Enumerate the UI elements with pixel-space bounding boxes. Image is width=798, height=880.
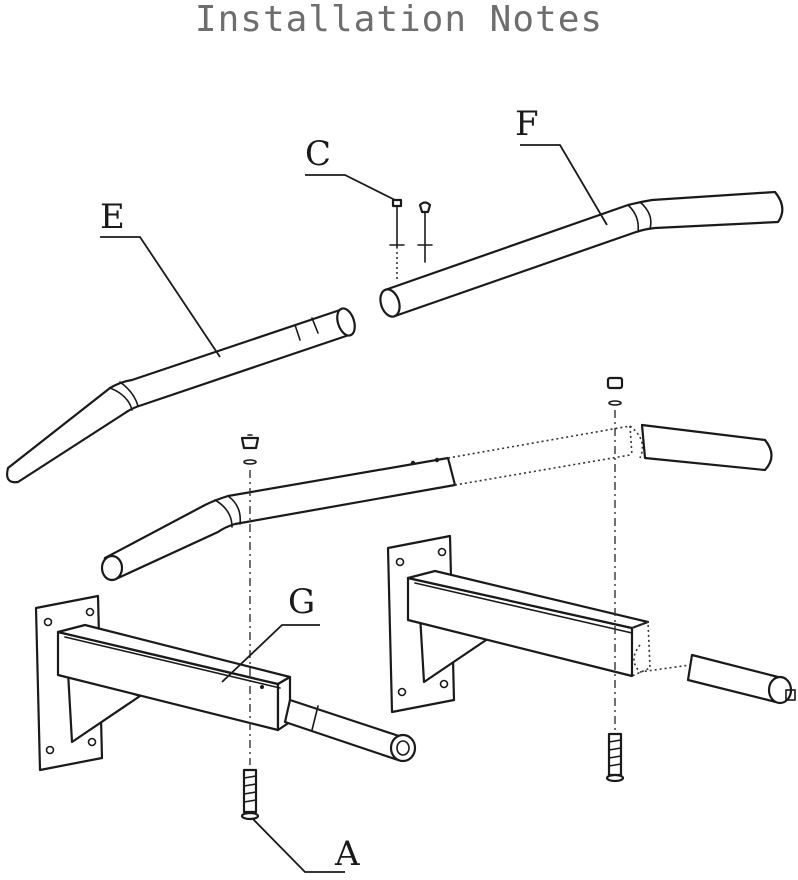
leader-lines [100, 144, 608, 873]
assembled-bar [100, 423, 773, 582]
label-a: A [334, 834, 360, 874]
right-fixing-axis [605, 376, 625, 783]
label-c: C [305, 134, 331, 174]
right-wall-bracket [386, 534, 796, 714]
label-e: E [100, 197, 125, 237]
left-wall-bracket [34, 594, 417, 772]
left-fixing-axis [240, 434, 260, 821]
part-c-screws [389, 198, 433, 282]
label-f: F [515, 104, 539, 144]
page-title: Installation Notes [194, 0, 604, 40]
label-g: G [288, 582, 315, 622]
part-f-right-bar [379, 190, 784, 318]
part-e-left-bar [6, 307, 356, 484]
